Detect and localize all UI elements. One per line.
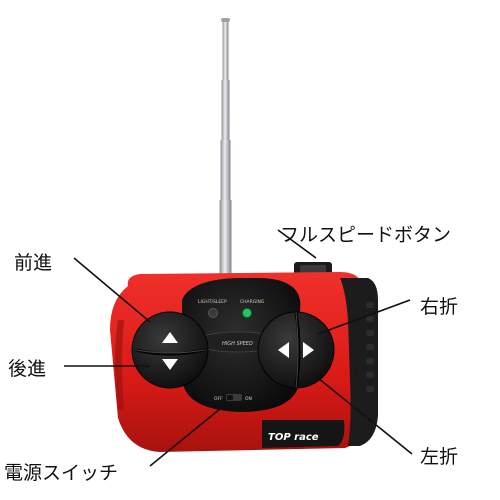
charging-label: CHARGING bbox=[240, 299, 265, 305]
center-logo: HIGH SPEED bbox=[222, 341, 253, 347]
power-switch[interactable] bbox=[226, 394, 242, 401]
right-arrow-icon bbox=[303, 342, 314, 358]
full-speed-callout-line bbox=[277, 229, 317, 259]
power-callout-line bbox=[149, 403, 227, 467]
left-arrow-icon bbox=[278, 342, 289, 358]
turn-left-label: 左折 bbox=[420, 446, 459, 468]
callout-lines bbox=[64, 229, 413, 467]
light-led bbox=[208, 308, 218, 318]
switch-on-label: ON bbox=[245, 396, 252, 402]
forward-callout-line bbox=[73, 257, 151, 323]
antenna bbox=[219, 18, 232, 276]
full-speed-label: フルスピードボタン bbox=[280, 224, 452, 246]
open-label: ▲ OPEN bbox=[350, 352, 359, 386]
backward-arrow-icon bbox=[162, 359, 178, 370]
turn-right-label: 右折 bbox=[420, 296, 459, 318]
switch-off-label: OFF bbox=[214, 396, 223, 402]
forward-label: 前進 bbox=[14, 252, 53, 274]
forward-backward-pad[interactable] bbox=[131, 311, 209, 389]
charging-led bbox=[242, 308, 252, 318]
left-turn-callout-line bbox=[317, 377, 413, 455]
right-turn-callout-line bbox=[317, 299, 411, 335]
brand-logo: TOP race bbox=[268, 432, 319, 443]
power-switch-label: 電源スイッチ bbox=[4, 462, 119, 484]
light-label: LIGHT/SLEEP bbox=[198, 299, 227, 305]
backward-label: 後進 bbox=[8, 358, 47, 380]
forward-arrow-icon bbox=[162, 332, 178, 343]
left-right-pad[interactable] bbox=[257, 311, 335, 389]
